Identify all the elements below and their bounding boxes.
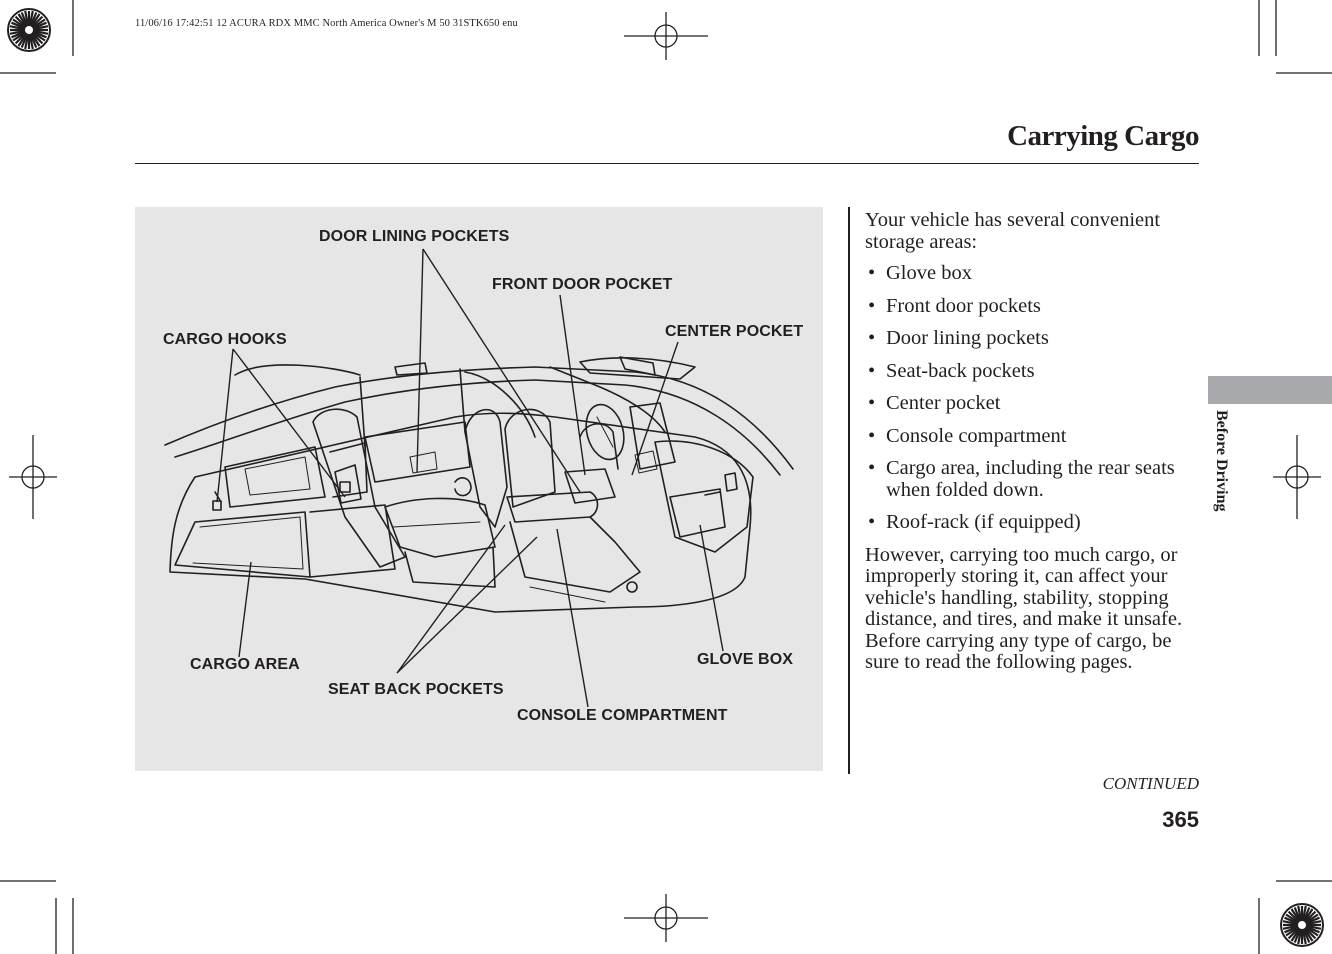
storage-list: •Glove box •Front door pockets •Door lin… xyxy=(865,262,1195,534)
list-item: •Front door pockets xyxy=(868,294,1041,317)
list-item: •Center pocket xyxy=(868,392,1001,414)
page-number: 365 xyxy=(1162,807,1199,832)
list-item: •Roof-rack (if equipped) xyxy=(868,511,1081,533)
list-item: •Console compartment xyxy=(868,424,1067,447)
bullet-icon: • xyxy=(868,262,876,284)
bullet-icon: • xyxy=(868,424,876,447)
bullet-icon: • xyxy=(868,457,876,479)
callout-cargo-hooks: CARGO HOOKS xyxy=(163,331,287,348)
vehicle-storage-illustration: DOOR LINING POCKETS FRONT DOOR POCKET CE… xyxy=(135,207,823,771)
vehicle-interior-drawing xyxy=(164,356,794,613)
callout-center-pocket: CENTER POCKET xyxy=(665,323,804,340)
section-label: Before Driving xyxy=(1213,410,1230,512)
print-header: 11/06/16 17:42:51 12 ACURA RDX MMC North… xyxy=(135,18,518,29)
list-item: •Seat-back pockets xyxy=(868,359,1035,382)
storage-description: Your vehicle has several convenient stor… xyxy=(865,209,1195,674)
continued-label: CONTINUED xyxy=(1102,774,1199,793)
callout-front-door-pocket: FRONT DOOR POCKET xyxy=(492,276,673,293)
callout-glove-box: GLOVE BOX xyxy=(697,651,794,668)
bullet-icon: • xyxy=(868,294,876,317)
list-item: •Door lining pockets xyxy=(868,327,1049,349)
bullet-icon: • xyxy=(868,359,876,382)
callout-leader-lines xyxy=(216,248,724,708)
callout-seat-back-pockets: SEAT BACK POCKETS xyxy=(328,681,504,698)
callout-door-lining-pockets: DOOR LINING POCKETS xyxy=(319,228,510,245)
bullet-icon: • xyxy=(868,327,876,349)
list-item: •Glove box xyxy=(868,262,972,284)
bullet-icon: • xyxy=(868,392,876,414)
bullet-icon: • xyxy=(868,511,876,533)
callout-cargo-area: CARGO AREA xyxy=(190,656,300,673)
title-rule xyxy=(135,163,1199,164)
intro-paragraph: Your vehicle has several convenient stor… xyxy=(865,209,1161,253)
callout-console-compartment: CONSOLE COMPARTMENT xyxy=(517,707,728,724)
column-rule xyxy=(848,207,850,774)
list-item: •Cargo area, including the rear seats wh… xyxy=(868,457,1175,501)
section-tab xyxy=(1208,376,1332,404)
page-title: Carrying Cargo xyxy=(1007,120,1199,152)
closing-paragraph: However, carrying too much cargo, or imp… xyxy=(865,543,1183,673)
